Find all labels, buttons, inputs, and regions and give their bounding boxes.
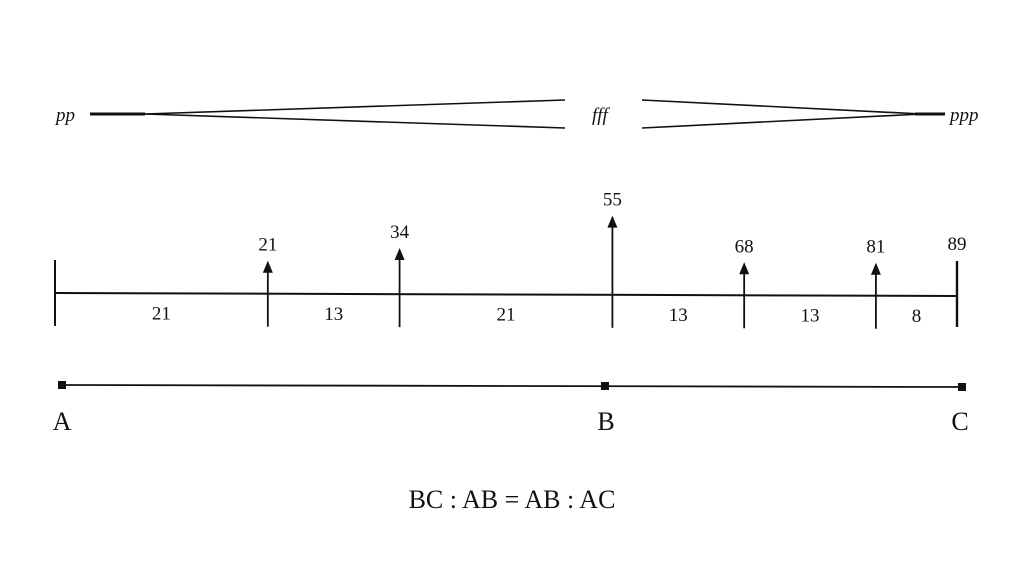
arrow-up-icon — [394, 247, 405, 260]
arrow-up-icon — [262, 260, 273, 273]
timeline-axis — [54, 292, 958, 297]
golden-ratio-equation: BC : AB = AB : AC — [409, 485, 616, 514]
point-c-marker — [958, 383, 966, 391]
segment-length-label: 8 — [912, 306, 922, 327]
segment-length-label: 13 — [801, 306, 820, 327]
dynamic-fff: fff — [592, 105, 611, 126]
mark-label: 55 — [603, 190, 622, 211]
dynamic-ppp: ppp — [948, 105, 979, 126]
segment-length-label: 13 — [669, 305, 688, 326]
mark-label: 81 — [866, 237, 885, 258]
point-c-label: C — [951, 407, 968, 436]
dynamics-hairpins — [90, 99, 945, 129]
segment-length-label: 21 — [152, 303, 171, 324]
crescendo-lower — [144, 113, 566, 129]
mark-label: 68 — [735, 236, 754, 257]
decrescendo-lower — [641, 113, 923, 129]
point-b-marker — [601, 382, 609, 390]
point-a-label: A — [53, 407, 72, 436]
crescendo-upper — [144, 99, 566, 115]
golden-section-line — [58, 381, 966, 391]
arrow-up-icon — [607, 215, 618, 228]
point-b-label: B — [597, 407, 614, 436]
segment-length-label: 21 — [497, 305, 516, 326]
segment-length-label: 13 — [324, 304, 343, 325]
timeline: 89 21 34 55 68 81 21 13 21 13 13 8 — [54, 190, 967, 329]
decrescendo-upper — [641, 99, 923, 115]
end-label: 89 — [948, 234, 967, 255]
arrow-up-icon — [870, 262, 881, 275]
point-a-marker — [58, 381, 66, 389]
mark-label: 34 — [390, 222, 410, 243]
mark-label: 21 — [258, 235, 277, 256]
arrow-up-icon — [739, 262, 750, 275]
dynamic-pp: pp — [54, 105, 75, 126]
